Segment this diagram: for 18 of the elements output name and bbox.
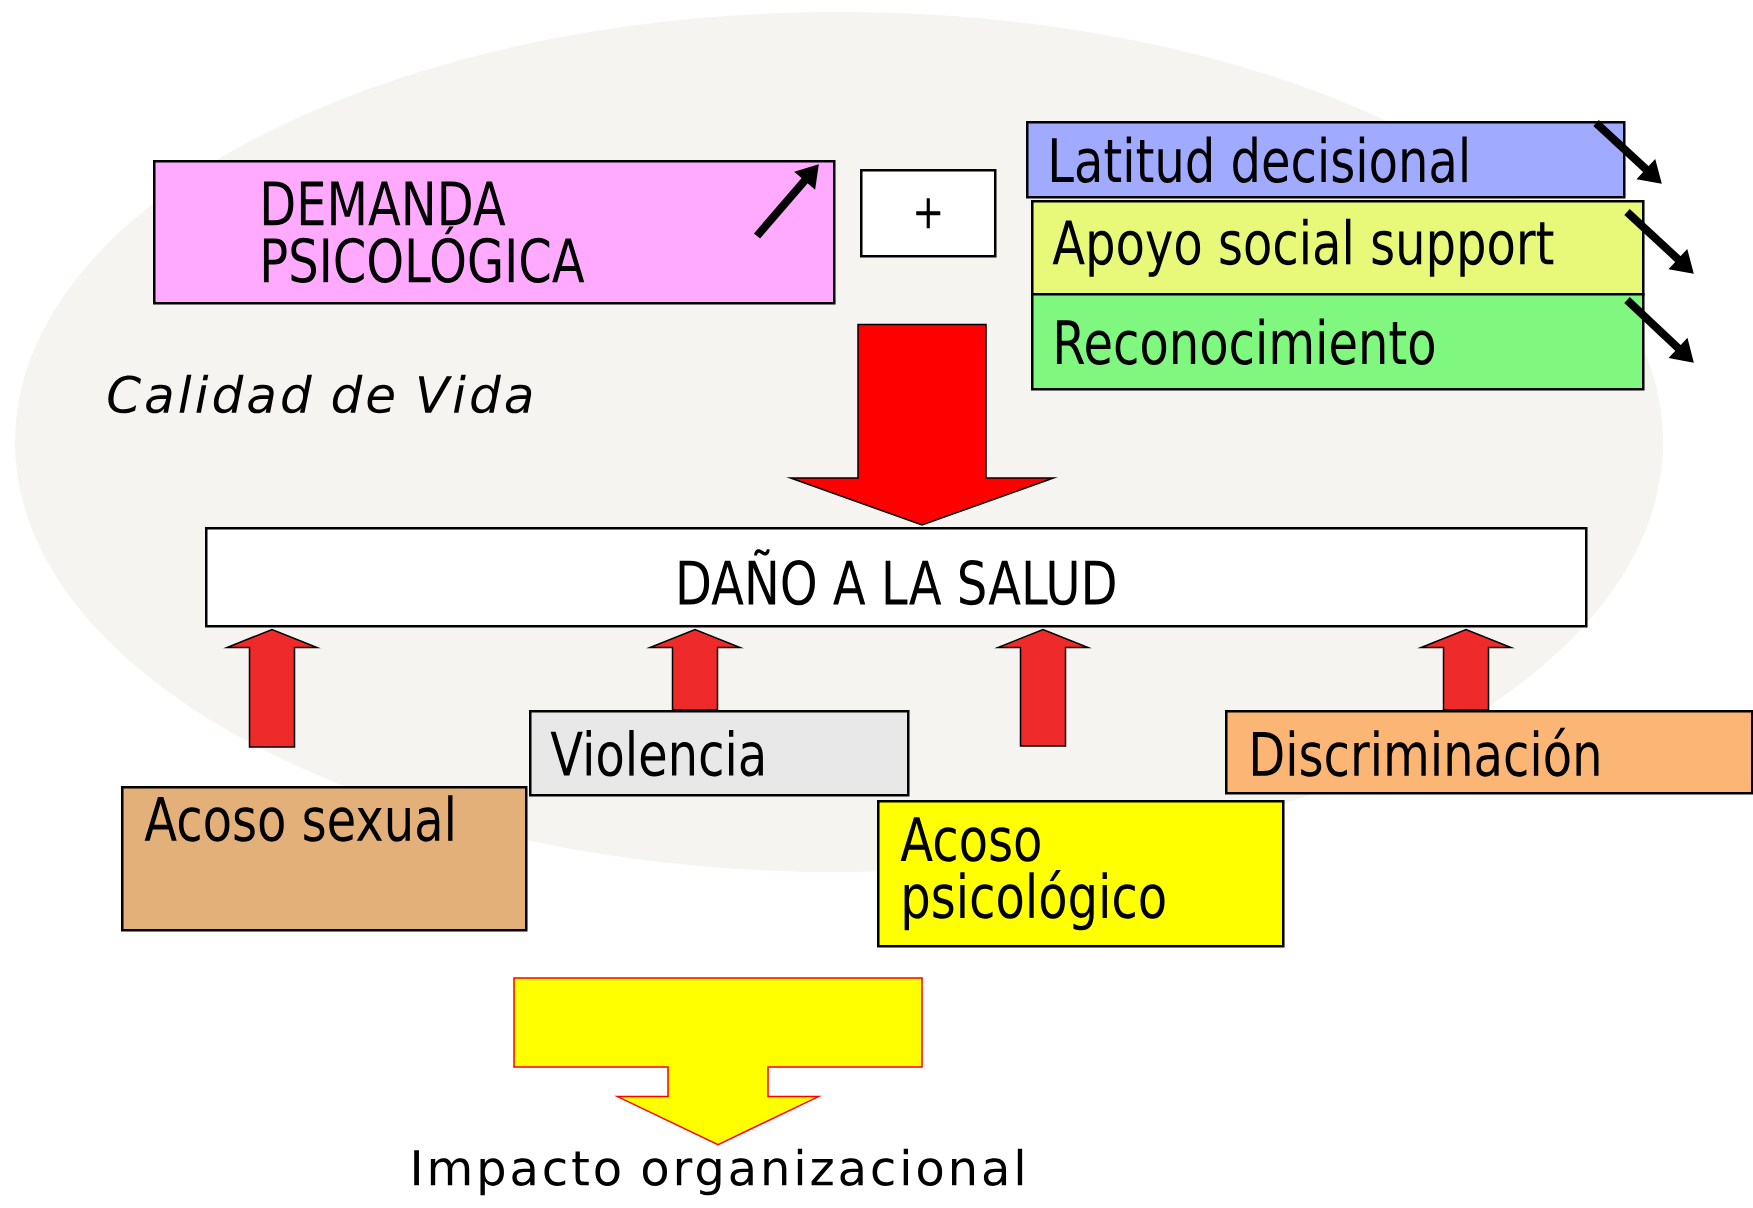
block-arrow [786, 323, 1058, 526]
text-box: DEMANDA PSICOLÓGICA [153, 160, 836, 305]
block-arrow [646, 628, 744, 711]
bare-text: Impacto organizacional [414, 1148, 1023, 1196]
text-box: Latitud decisional [1026, 121, 1626, 199]
block-arrow [223, 628, 321, 748]
text-box: Discriminación [1225, 710, 1753, 795]
block-arrow [1417, 628, 1515, 711]
heading-text: Calidad de Vida [108, 374, 532, 414]
text-box: DAÑO A LA SALUD [205, 527, 1588, 628]
plus-box: + [860, 169, 997, 258]
text-box: Violencia [529, 710, 910, 797]
text-box: Reconocimiento [1031, 293, 1645, 391]
block-arrow [994, 628, 1092, 747]
text-box: Acoso sexual [121, 786, 528, 932]
block-arrow [513, 977, 923, 1146]
text-box: Apoyo social support [1031, 200, 1645, 296]
text-box: Acoso psicológico [877, 800, 1285, 948]
